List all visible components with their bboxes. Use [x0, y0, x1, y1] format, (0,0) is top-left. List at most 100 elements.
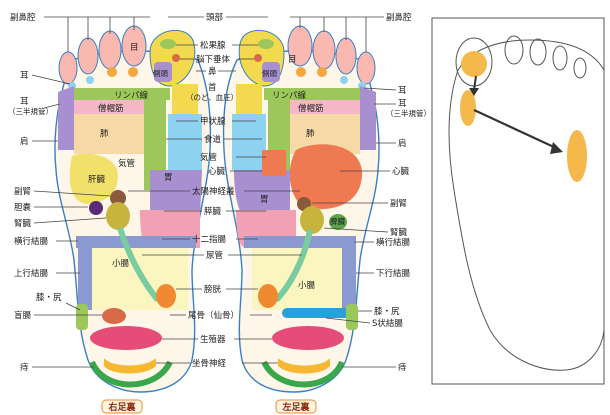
left-descending-colon: [342, 248, 356, 310]
right-kidney: [106, 202, 130, 230]
label-bitei: 尾骨（仙骨）: [188, 310, 239, 321]
side-diagram: [432, 18, 604, 384]
label-mimi-sankin-left: 耳: [398, 99, 407, 109]
left-pineal-spot: [258, 39, 274, 49]
label-kata-left: 肩: [398, 138, 407, 149]
left-eye-spot-2: [317, 67, 327, 77]
left-pituitary-spot: [254, 54, 262, 62]
label-me-right: 目: [130, 43, 139, 53]
left-neck-column: [236, 84, 262, 114]
label-jinzou-left: 腎臓: [390, 227, 408, 238]
label-hai-left: 肺: [306, 129, 315, 139]
label-hiza-left: 膝・尻: [374, 306, 400, 317]
left-ear-band: [360, 86, 376, 150]
label-kako: 下行結腸: [376, 268, 411, 279]
left-transverse-colon: [244, 236, 356, 248]
label-taiyou: 太陽神経叢: [192, 186, 235, 197]
right-pituitary-spot: [172, 54, 180, 62]
right-transverse-colon: [76, 236, 196, 248]
left-toe-5: [357, 52, 375, 84]
label-sokutou-left: 側頭: [262, 68, 277, 78]
right-eye-spot-2: [128, 67, 138, 77]
right-caption: 右足裏: [107, 401, 136, 413]
label-me-left: 目: [288, 55, 297, 65]
right-toe-3: [99, 31, 121, 69]
label-kubi: 首: [208, 82, 217, 93]
label-shoukasuitai: 松果腺: [200, 40, 226, 51]
label-rinpasen-right: リンパ線: [114, 90, 149, 101]
label-seishokuki: 生殖器: [200, 334, 226, 345]
right-toe-2: [78, 38, 98, 74]
right-toe-1: [59, 52, 77, 84]
label-mimi-left: 耳: [398, 86, 407, 96]
label-jouko: 上行結腸: [14, 268, 49, 279]
label-noukasuitai: 脳下垂体: [196, 54, 231, 65]
label-ji-right: 痔: [20, 362, 29, 373]
label-kikan-left: 気管: [200, 152, 217, 163]
label-mimi-right: 耳: [20, 71, 29, 81]
left-knee-hip: [346, 304, 358, 330]
label-fukujin-right: 副腎: [14, 186, 32, 197]
label-kanzou: 肝臓: [88, 174, 106, 185]
left-eye-spot-1: [296, 67, 306, 77]
label-suizou: 膵臓: [204, 206, 222, 217]
label-tannou: 胆嚢: [14, 202, 32, 213]
right-knee-hip: [76, 304, 88, 330]
left-caption: 左足裏: [281, 401, 310, 413]
right-ear-band: [58, 86, 74, 150]
label-rinpasen-left: リンパ線: [272, 90, 307, 101]
label-ji-left: 痔: [398, 362, 407, 373]
label-kubi-sub: （のど、血圧）: [186, 92, 238, 102]
left-thyroid: [232, 114, 266, 170]
right-cecum: [102, 308, 126, 324]
right-thyroid: [168, 114, 202, 170]
left-foot: 左足裏: [224, 26, 379, 413]
label-hana: 鼻: [208, 66, 217, 77]
left-esophagus: [262, 150, 286, 176]
right-pineal-spot: [160, 39, 176, 49]
label-sokutou-right: 側頭: [153, 68, 168, 78]
right-foot: 右足裏: [55, 26, 210, 413]
label-soubouken-left: 僧帽筋: [298, 103, 324, 114]
label-hizou: 脾臓: [330, 216, 345, 226]
label-mimi-sankin-sub-left: （三半規管）: [386, 108, 431, 118]
label-kikan: 気管: [118, 158, 135, 169]
label-shouchou-right: 小腸: [112, 258, 130, 269]
label-shinzou-left: 心臓: [392, 166, 410, 177]
right-gall: [89, 201, 103, 215]
label-ouko-left: 横行結腸: [376, 237, 411, 248]
label-fukujin-left: 副腎: [390, 198, 408, 209]
side-spot-inner: [460, 90, 476, 126]
label-juunishichou: 十二指腸: [192, 234, 227, 245]
left-ear-spot-1: [340, 76, 348, 84]
label-hiza-right: 膝・尻: [36, 292, 62, 303]
right-genital: [90, 326, 162, 350]
label-i-right: 胃: [164, 173, 173, 183]
label-toubu: 頭部: [206, 12, 224, 23]
label-mimi-sankin-right: 耳: [20, 97, 29, 107]
left-toe-4: [336, 38, 356, 74]
label-zakotsu: 坐骨神経: [192, 358, 227, 369]
label-s-jou: S状結腸: [372, 318, 403, 329]
left-bladder: [258, 284, 278, 308]
label-ouko-right: 横行結腸: [14, 236, 49, 247]
right-lung: [74, 114, 144, 154]
left-kidney: [300, 206, 324, 234]
label-koujousen: 甲状腺: [200, 116, 226, 127]
right-bladder: [156, 284, 176, 308]
left-sigmoid: [282, 308, 352, 318]
left-toe-3: [313, 31, 335, 69]
label-i-left: 胃: [260, 195, 269, 205]
label-soubouken-right: 僧帽筋: [98, 103, 124, 114]
label-kata-right: 肩: [20, 136, 29, 147]
left-genital: [272, 326, 344, 350]
label-mouchou: 盲腸: [14, 310, 32, 321]
label-fukubikuu-left: 副鼻腔: [386, 12, 412, 23]
label-fukubikuu-right: 副鼻腔: [10, 12, 36, 23]
label-shokudou: 食道: [204, 134, 222, 145]
label-jinzou-right: 腎臓: [14, 218, 32, 229]
label-shinzou-center: 心臓: [208, 166, 226, 177]
label-boukou: 膀胱: [204, 284, 222, 295]
side-spot-outer: [567, 130, 587, 182]
